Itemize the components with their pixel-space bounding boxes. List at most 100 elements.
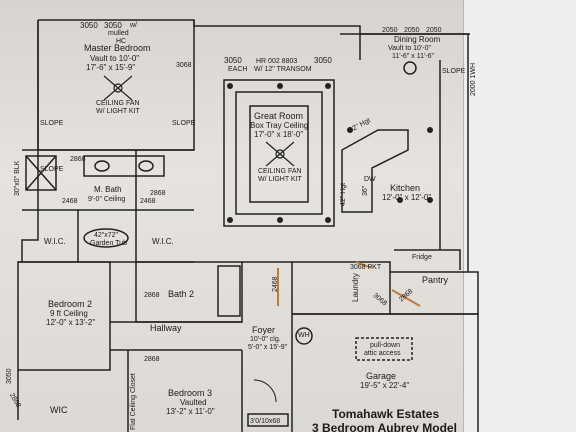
bath2-name: Bath 2: [168, 289, 195, 299]
kitchen-island: [341, 129, 409, 213]
master-shower: [25, 155, 57, 191]
kitchen-dining-wall: [340, 33, 470, 60]
wic-bottom-name: WIC: [50, 405, 68, 415]
garage-size: 19'-5" x 22'-4": [360, 381, 410, 390]
door-label-2468-wic2: 2468: [140, 198, 156, 205]
window-label-3050-great: 3050: [224, 56, 242, 65]
window-label-mulled: mulled: [108, 30, 129, 37]
master-fan-label-1: CEILING FAN: [96, 100, 140, 107]
bath2-tub: [217, 265, 241, 317]
front-door-frame: [247, 413, 289, 427]
kitchen-counter: [394, 60, 461, 270]
slope-label-3: SLOPE: [442, 68, 466, 75]
garden-tub-size: 42"x72": [94, 232, 119, 239]
title-block-name: Tomahawk Estates: [332, 407, 440, 421]
attic-label-2: attic access: [364, 350, 401, 357]
counter-height-36: 36": [362, 185, 369, 196]
laundry-name: Laundry: [351, 273, 360, 302]
master-bath-name: M. Bath: [94, 185, 122, 194]
great-room-tray-outer: [223, 79, 335, 227]
front-door-label: 3'0/10x68: [250, 418, 281, 425]
window-label-hc: HC: [116, 38, 127, 45]
window-label-hr: HR 002 8803: [256, 58, 298, 65]
door-label-2868-mbath2: 2868: [150, 190, 166, 197]
door-label-2868-bed3: 2868: [144, 356, 160, 363]
bedroom2-wall: [18, 261, 111, 371]
bedroom3-name: Bedroom 3: [168, 388, 213, 398]
fridge-label: Fridge: [412, 254, 432, 261]
door-label-3068-pkt: 3068 PKT: [350, 264, 382, 271]
bedroom2-ceiling: 9 ft Ceiling: [50, 309, 88, 318]
window-label-3050-great2: 3050: [314, 56, 332, 65]
wic-right-name: W.I.C.: [152, 237, 174, 246]
bedroom3-ceiling: Vaulted: [180, 398, 207, 407]
door-label-2468-foyer: 2468: [272, 276, 279, 292]
attic-access: [355, 337, 413, 361]
door-label-2468-wic: 2468: [62, 198, 78, 205]
bedroom3-size: 13'-2" x 11'-0": [166, 407, 215, 416]
dining-room-ceiling: Vault to 10'-0": [388, 45, 431, 52]
pantry-name: Pantry: [422, 275, 449, 285]
dining-room-name: Dining Room: [394, 35, 441, 44]
great-room-ceiling: Box Tray Ceiling: [250, 121, 309, 130]
window-label-w: w/: [130, 22, 137, 29]
garden-tub-name: Garden Tub: [90, 240, 127, 247]
bedroom3-wall: [127, 350, 243, 432]
dishwasher-label: DW: [364, 176, 376, 183]
foyer-door-swing: [253, 379, 277, 403]
door-label-2868-bath2: 2868: [144, 292, 160, 299]
counter-height-side: 42" Hgt: [340, 182, 347, 206]
garden-tub: [83, 228, 129, 248]
hallway-wall: [110, 321, 242, 351]
master-vanity: [83, 155, 165, 177]
great-room-name: Great Room: [254, 111, 304, 121]
bedroom2-size: 12'-0" x 13'-2": [46, 318, 96, 327]
great-room-tray-core: [249, 105, 309, 203]
garage-wall: [292, 313, 479, 432]
great-fan-label-1: CEILING FAN: [258, 168, 302, 175]
attic-label-1: pull-down: [370, 342, 400, 349]
window-label-3050-a: 3050: [80, 21, 98, 30]
kitchen-name: Kitchen: [390, 183, 421, 193]
paper-margin: [463, 0, 576, 432]
exterior-wall-left: [17, 20, 39, 420]
window-label-2050-c: 2050: [426, 27, 442, 34]
title-block-model: 3 Bedroom Aubrey Model: [312, 421, 457, 432]
wic-left-name: W.I.C.: [44, 237, 66, 246]
window-label-3050-left: 3050: [6, 368, 13, 384]
window-label-transom: W/ 12" TRANSOM: [254, 66, 312, 73]
master-bedroom-ceiling: Vault to 10'-0": [90, 54, 140, 63]
slope-label-4: SLOPE: [40, 166, 64, 173]
master-bath-ceiling: 9'-0" Ceiling: [88, 196, 126, 203]
kitchen-size: 12'-0" x 12'-0": [382, 193, 432, 202]
slope-label-2: SLOPE: [172, 120, 196, 127]
water-heater-label: WH: [298, 332, 310, 339]
master-bedroom-size: 17'-6" x 15'-9": [86, 63, 136, 72]
window-label-side: 30"x0" BLK: [14, 160, 21, 196]
slope-label-1: SLOPE: [40, 120, 64, 127]
door-label-2868-mbath: 2868: [70, 156, 86, 163]
water-heater: [295, 327, 313, 345]
bedroom2-name: Bedroom 2: [48, 299, 93, 309]
great-room-size: 17'-0" x 18'-0": [254, 130, 304, 139]
window-label-2000: 2000 1WH: [470, 62, 477, 96]
great-fan-label-2: W/ LIGHT KIT: [258, 176, 302, 183]
master-bedroom-name: Master Bedroom: [84, 43, 151, 53]
great-room-tray-inner: [235, 91, 323, 215]
window-label-2050-a: 2050: [382, 27, 398, 34]
master-fan-label-2: W/ LIGHT KIT: [96, 108, 140, 115]
foyer-name: Foyer: [252, 325, 276, 335]
garage-name: Garage: [366, 371, 397, 381]
dining-room-size: 11'-6" x 11'-6": [392, 53, 435, 60]
foyer-size: 5'-0" x 15'-9": [248, 344, 288, 351]
window-label-each: EACH: [228, 66, 248, 73]
hallway-name: Hallway: [150, 323, 182, 333]
window-label-3050-b: 3050: [104, 21, 122, 30]
wic-dividers: [77, 150, 137, 262]
door-label-3068-master: 3068: [176, 62, 192, 69]
closet-ceiling-label: Flat Ceiling Closet: [130, 373, 137, 430]
foyer-ceiling: 10'-0" clg.: [250, 336, 281, 343]
window-label-2050-b: 2050: [404, 27, 420, 34]
